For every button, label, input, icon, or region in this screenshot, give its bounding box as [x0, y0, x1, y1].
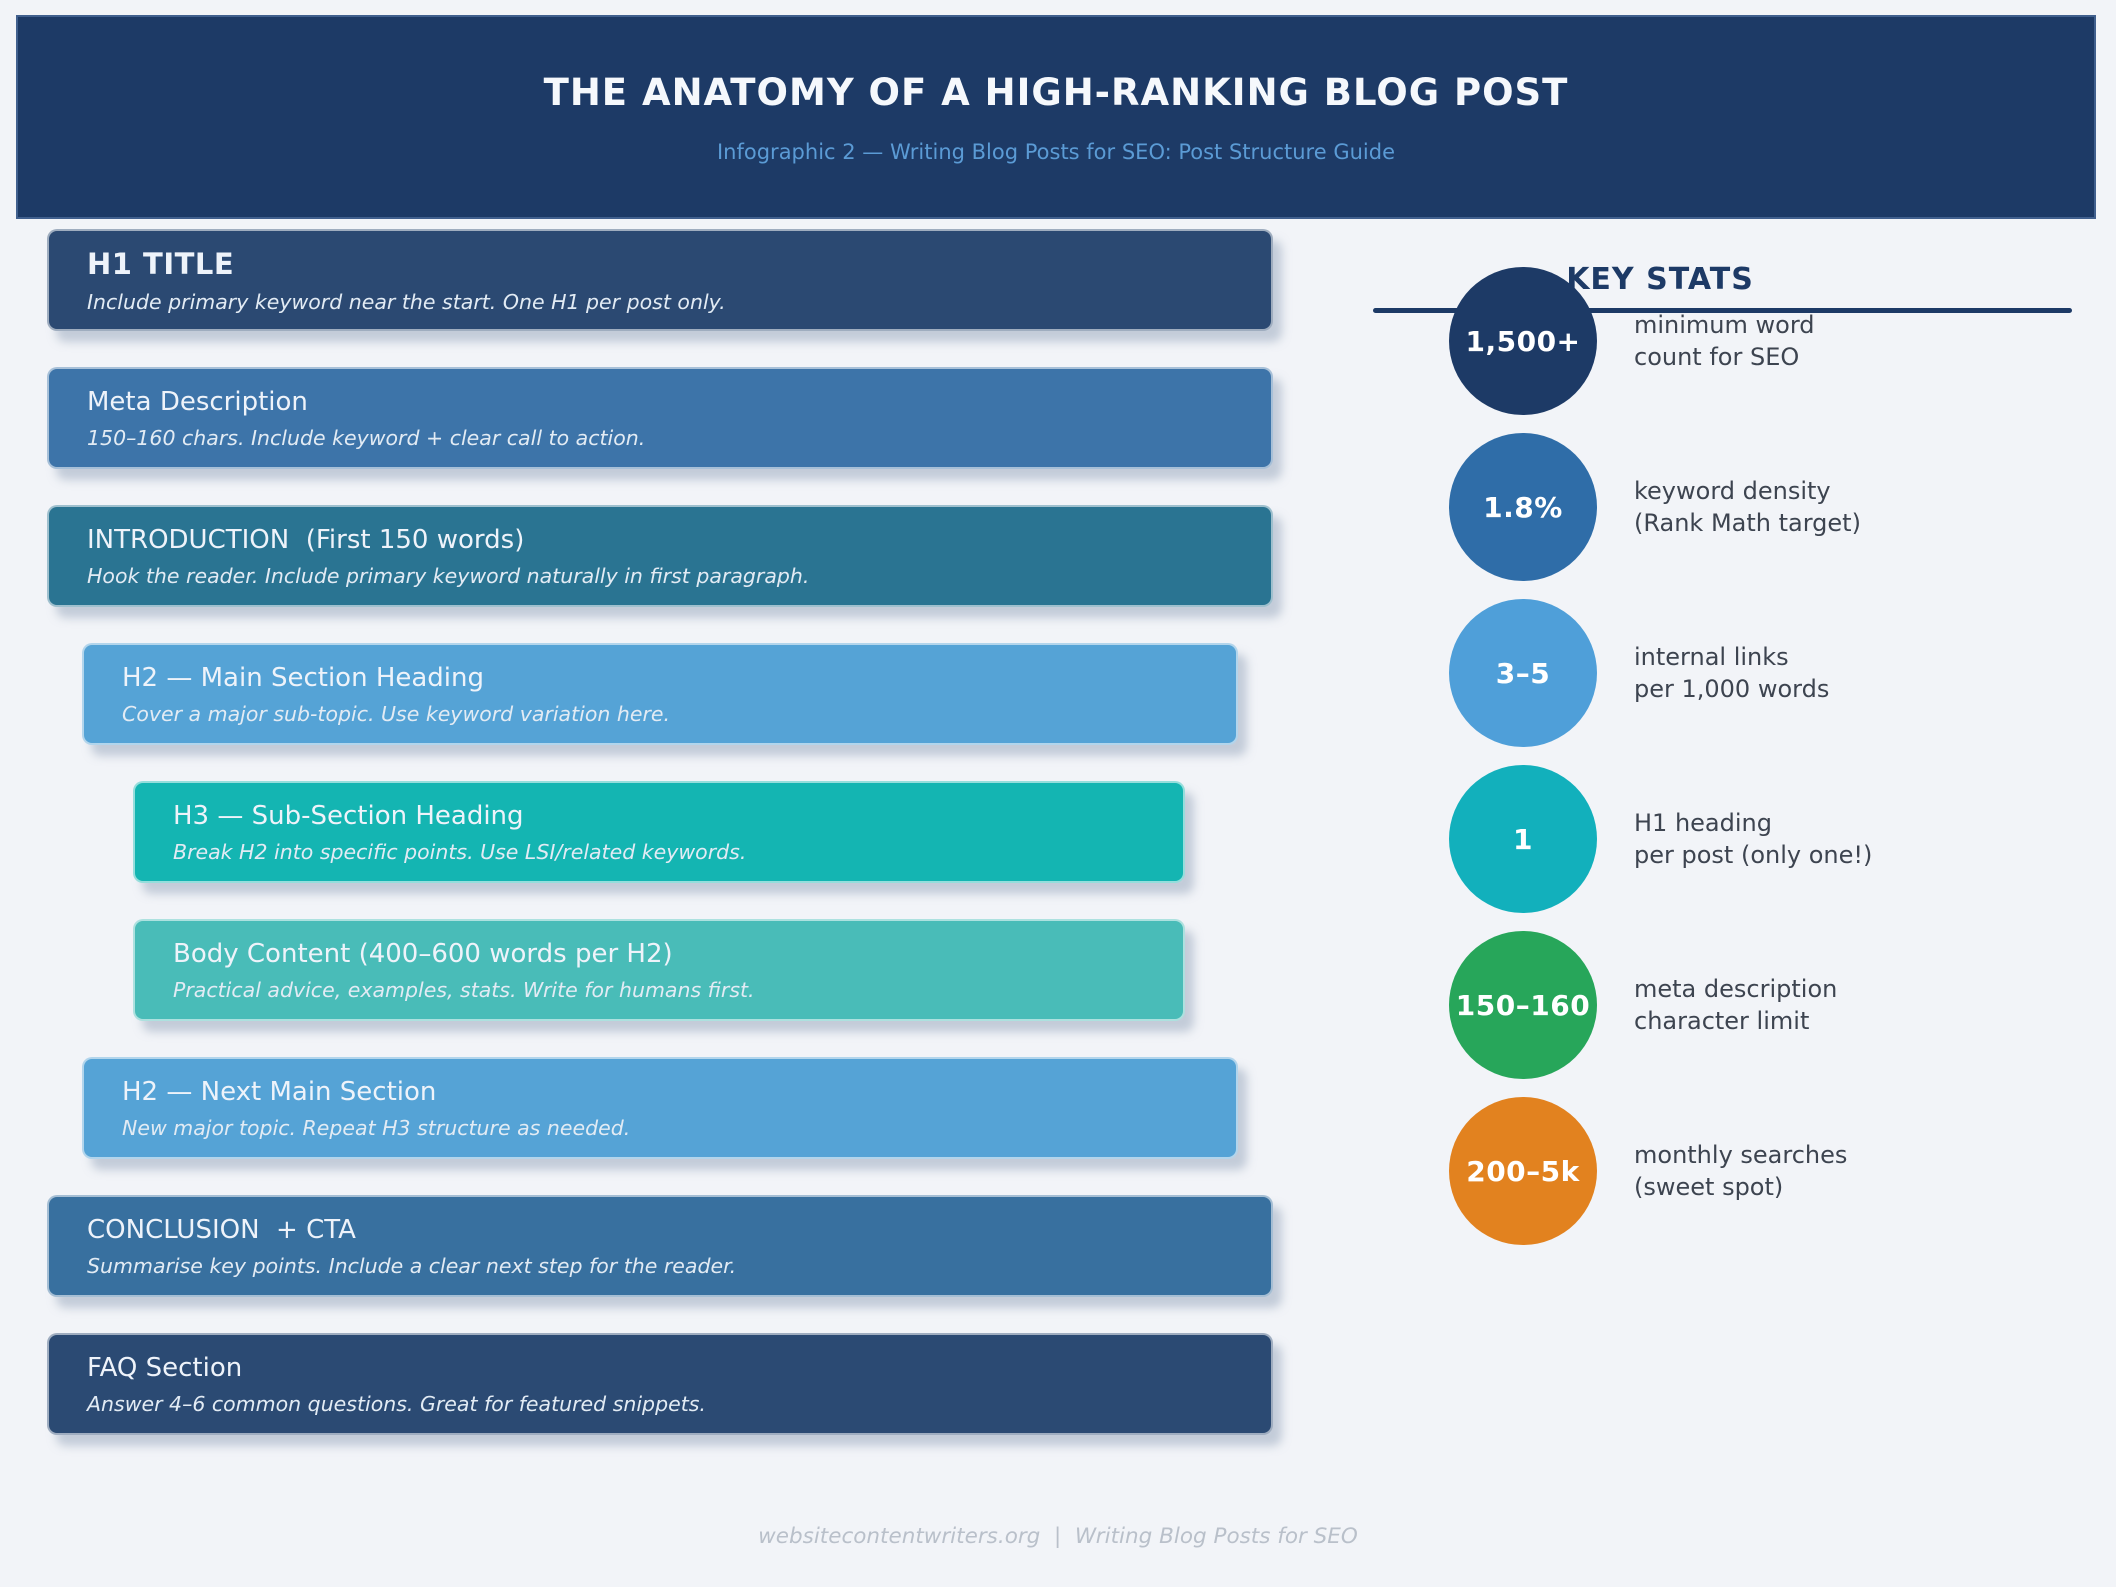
key-stat-value: 200–5k [1466, 1154, 1580, 1188]
key-stat-row: 3–5 internal links per 1,000 words [1449, 599, 1872, 747]
key-stat-label: minimum word count for SEO [1634, 310, 1815, 371]
key-stat-label: internal links per 1,000 words [1634, 642, 1830, 703]
key-stat-value: 1.8% [1483, 490, 1563, 524]
structure-block-subtitle: Break H2 into specific points. Use LSI/r… [173, 839, 747, 864]
structure-block-title: INTRODUCTION (First 150 words) [87, 524, 525, 555]
key-stat-circle: 150–160 [1449, 931, 1597, 1079]
structure-block-title: H1 TITLE [87, 246, 235, 281]
key-stat-row: 150–160 meta description character limit [1449, 931, 1872, 1079]
structure-block-title: FAQ Section [87, 1352, 243, 1383]
key-stat-row: 1.8% keyword density (Rank Math target) [1449, 433, 1872, 581]
structure-block-subtitle: Answer 4–6 common questions. Great for f… [87, 1391, 706, 1416]
structure-block-subtitle: Cover a major sub-topic. Use keyword var… [122, 701, 671, 726]
structure-block-title: Meta Description [87, 386, 308, 417]
structure-block-subtitle: 150–160 chars. Include keyword + clear c… [87, 425, 646, 450]
structure-block-title: CONCLUSION + CTA [87, 1214, 356, 1245]
key-stat-value: 1 [1513, 822, 1533, 856]
header-banner: THE ANATOMY OF A HIGH-RANKING BLOG POST … [16, 15, 2096, 219]
key-stat-row: 1 H1 heading per post (only one!) [1449, 765, 1872, 913]
page-title: THE ANATOMY OF A HIGH-RANKING BLOG POST [543, 70, 1569, 114]
key-stats-divider [1373, 308, 2072, 313]
key-stats-list: 1,500+ minimum word count for SEO 1.8% k… [1449, 267, 1872, 1245]
structure-block-title: H2 — Main Section Heading [122, 662, 485, 693]
structure-block-subtitle: Include primary keyword near the start. … [87, 289, 726, 314]
structure-block-title: H2 — Next Main Section [122, 1076, 437, 1107]
structure-block: INTRODUCTION (First 150 words) Hook the … [47, 505, 1273, 607]
key-stat-label: meta description character limit [1634, 974, 1838, 1035]
structure-block: H3 — Sub-Section Heading Break H2 into s… [133, 781, 1185, 883]
structure-block: CONCLUSION + CTA Summarise key points. I… [47, 1195, 1273, 1297]
key-stat-circle: 1.8% [1449, 433, 1597, 581]
footer-credit: websitecontentwriters.org | Writing Blog… [758, 1524, 1358, 1549]
key-stat-label: keyword density (Rank Math target) [1634, 476, 1861, 537]
key-stat-circle: 200–5k [1449, 1097, 1597, 1245]
structure-block: Body Content (400–600 words per H2) Prac… [133, 919, 1185, 1021]
key-stat-circle: 3–5 [1449, 599, 1597, 747]
key-stat-row: 200–5k monthly searches (sweet spot) [1449, 1097, 1872, 1245]
structure-block: H2 — Main Section Heading Cover a major … [82, 643, 1238, 745]
structure-block: H1 TITLE Include primary keyword near th… [47, 229, 1273, 331]
key-stat-label: H1 heading per post (only one!) [1634, 808, 1873, 869]
structure-block-subtitle: Hook the reader. Include primary keyword… [87, 563, 810, 588]
key-stat-value: 3–5 [1495, 656, 1551, 690]
structure-block-title: H3 — Sub-Section Heading [173, 800, 524, 831]
structure-block: Meta Description 150–160 chars. Include … [47, 367, 1273, 469]
key-stat-row: 1,500+ minimum word count for SEO [1449, 267, 1872, 415]
structure-block-title: Body Content (400–600 words per H2) [173, 938, 673, 969]
key-stat-value: 150–160 [1455, 988, 1591, 1022]
key-stat-value: 1,500+ [1465, 324, 1581, 358]
structure-block: H2 — Next Main Section New major topic. … [82, 1057, 1238, 1159]
key-stat-circle: 1,500+ [1449, 267, 1597, 415]
post-structure-column: H1 TITLE Include primary keyword near th… [47, 229, 1273, 1435]
key-stat-label: monthly searches (sweet spot) [1634, 1140, 1848, 1201]
structure-block-subtitle: Summarise key points. Include a clear ne… [87, 1253, 737, 1278]
key-stats-heading: KEY STATS [1566, 262, 1754, 297]
structure-block-subtitle: New major topic. Repeat H3 structure as … [122, 1115, 631, 1140]
page-subtitle: Infographic 2 — Writing Blog Posts for S… [716, 139, 1395, 164]
structure-block-subtitle: Practical advice, examples, stats. Write… [173, 977, 755, 1002]
key-stat-circle: 1 [1449, 765, 1597, 913]
structure-block: FAQ Section Answer 4–6 common questions.… [47, 1333, 1273, 1435]
